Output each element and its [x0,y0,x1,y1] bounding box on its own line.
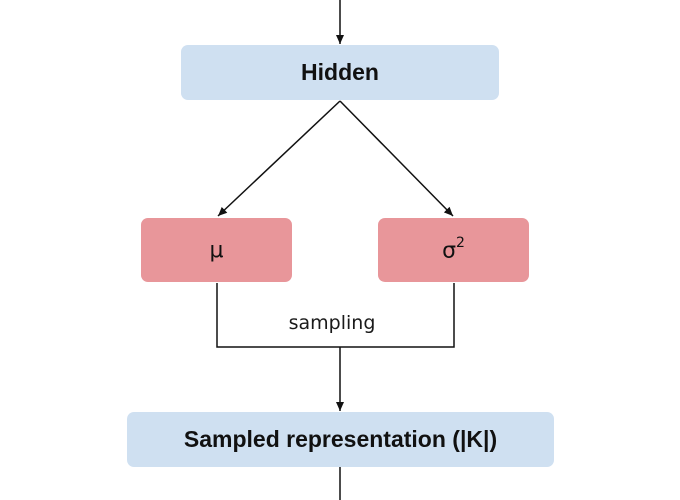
sampling-bracket [216,283,455,348]
sigma-symbol: σ [442,238,457,264]
arrow-hidden-to-mu [217,100,341,217]
sigma-node-label: σ2 [442,234,465,264]
sigma-squared-node: σ2 [378,218,529,282]
hidden-node-label: Hidden [301,59,379,85]
sampling-label: sampling [288,312,376,334]
sampled-representation-label: Sampled representation (|K|) [183,426,498,452]
sigma-exponent: 2 [456,234,465,251]
sampled-representation-node: Sampled representation (|K|) [127,412,554,467]
mu-node: μ [141,218,292,282]
mu-node-label: μ [209,237,224,263]
hidden-node: Hidden [181,45,499,100]
arrow-hidden-to-sigma [339,100,454,217]
